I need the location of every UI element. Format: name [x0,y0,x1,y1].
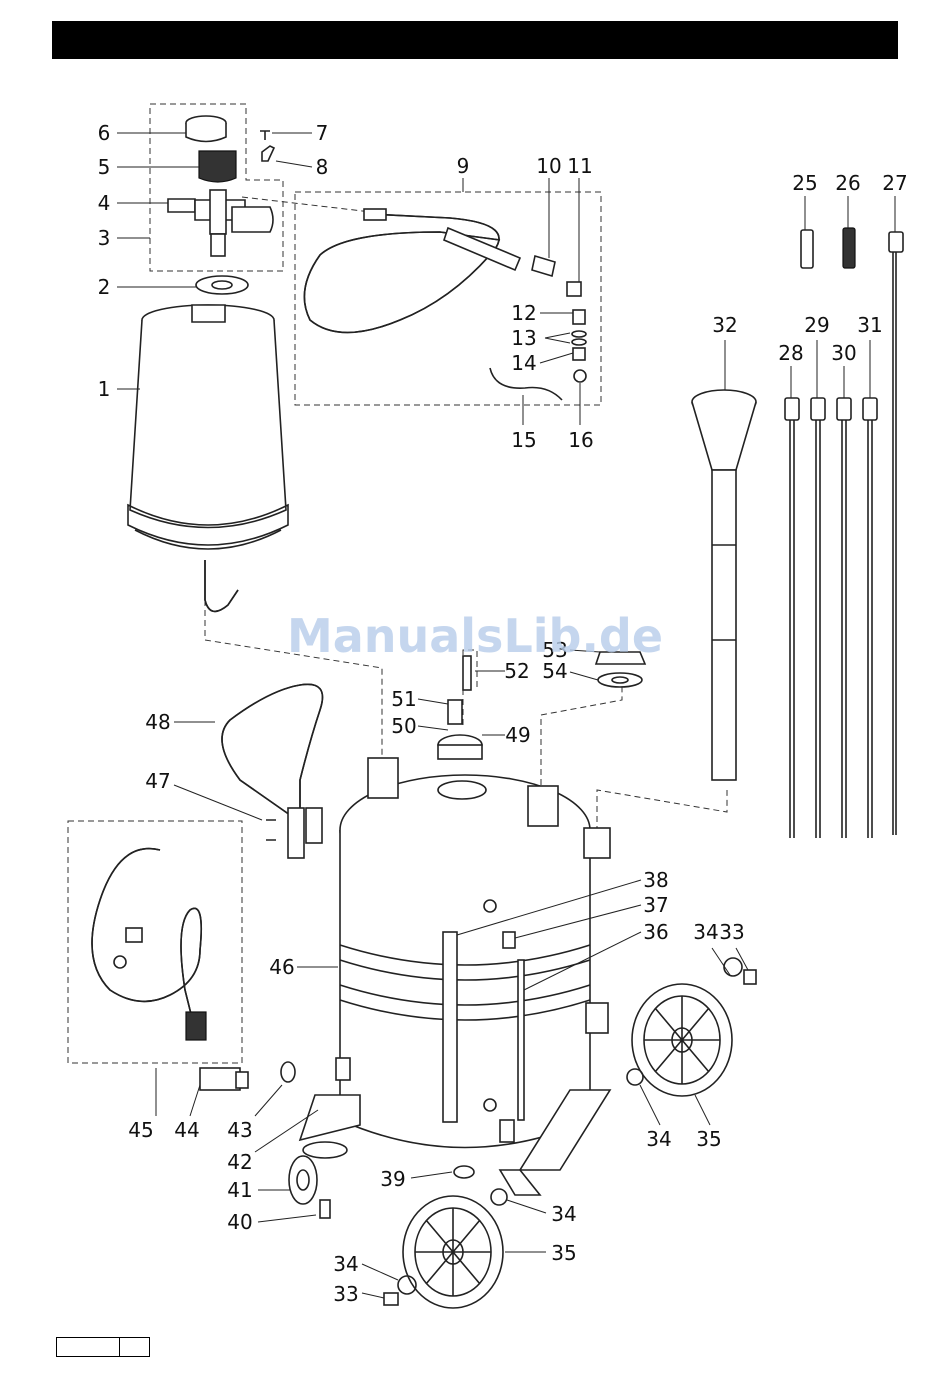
label-part-43: 43 [227,1118,252,1142]
handle-frame [222,684,323,858]
suction-tube [692,390,756,780]
valve-assembly [168,116,274,294]
label-part-16: 16 [568,428,593,452]
label-part-12: 12 [511,301,536,325]
label-part-37: 37 [643,893,668,917]
label-part-27: 27 [882,171,907,195]
label-part-45: 45 [128,1118,153,1142]
label-part-47: 47 [145,769,170,793]
label-part-25: 25 [792,171,817,195]
label-part-9: 9 [457,154,470,178]
label-part-42: 42 [227,1150,252,1174]
label-part-13: 13 [511,326,536,350]
label-part-33-top: 33 [719,920,744,944]
label-part-34-mid: 34 [551,1202,576,1226]
label-part-33-bottom: 33 [333,1282,358,1306]
suction-hose-assembly [304,209,586,400]
main-tank [340,758,610,1148]
label-part-50: 50 [391,714,416,738]
label-part-15: 15 [511,428,536,452]
label-part-41: 41 [227,1178,252,1202]
label-part-40: 40 [227,1210,252,1234]
label-part-35-right: 35 [696,1127,721,1151]
label-part-6: 6 [98,121,111,145]
group-box-drain-hose [68,821,242,1063]
label-part-11: 11 [567,154,592,178]
label-part-26: 26 [835,171,860,195]
label-part-46: 46 [269,955,294,979]
label-part-28: 28 [778,341,803,365]
label-part-34-top: 34 [693,920,718,944]
label-part-3: 3 [98,226,111,250]
label-part-14: 14 [511,351,536,375]
label-part-39: 39 [380,1167,405,1191]
dash-link-cap [541,686,622,785]
label-part-10: 10 [536,154,561,178]
label-part-31: 31 [857,313,882,337]
watermark: ManualsLib.de [287,609,663,663]
label-part-38: 38 [643,868,668,892]
label-part-32: 32 [712,313,737,337]
label-part-35-left: 35 [551,1241,576,1265]
label-part-29: 29 [804,313,829,337]
label-part-5: 5 [98,155,111,179]
label-part-34-right: 34 [646,1127,671,1151]
label-part-4: 4 [98,191,111,215]
footer-page-box [56,1337,150,1357]
label-part-49: 49 [505,723,530,747]
label-part-44: 44 [174,1118,199,1142]
label-part-34-bottom: 34 [333,1252,358,1276]
wheel-left [384,1189,507,1308]
label-part-51: 51 [391,687,416,711]
label-part-48: 48 [145,710,170,734]
wheel-right [627,958,756,1096]
label-part-7: 7 [316,121,329,145]
probe-set [785,228,903,838]
group-box-hose [295,192,601,405]
label-part-1: 1 [98,377,111,401]
drain-hose [92,849,206,1040]
dash-link-probe [597,790,727,832]
footer-divider [119,1337,120,1357]
label-part-8: 8 [316,155,329,179]
label-part-2: 2 [98,275,111,299]
label-part-36: 36 [643,920,668,944]
collection-bowl [128,305,288,611]
label-part-30: 30 [831,341,856,365]
